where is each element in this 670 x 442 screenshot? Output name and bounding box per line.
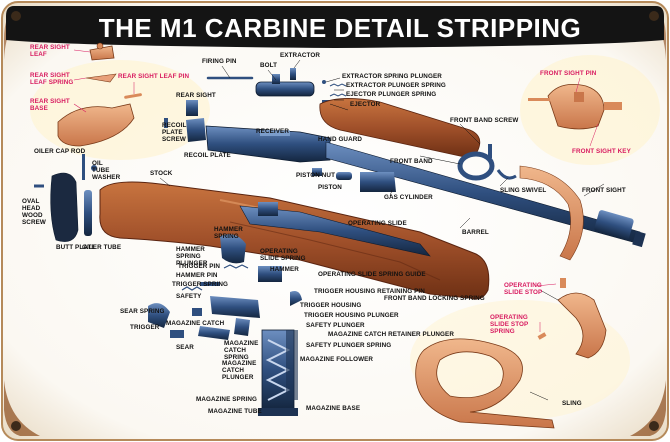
- label-front-band: FRONT BAND: [390, 158, 433, 165]
- gas-cylinder-part: [360, 172, 396, 192]
- label-extractor-plunger-spring: EXTRACTOR PLUNGER SPRING: [346, 82, 446, 89]
- label-sear-spring: SEAR SPRING: [120, 308, 165, 315]
- label-extractor: EXTRACTOR: [280, 52, 320, 59]
- label-magazine-spring: MAGAZINE SPRING: [196, 396, 257, 403]
- label-operating-slide-spring: OPERATING SLIDE SPRING: [260, 248, 306, 262]
- rear-sight-leaf-pin-part: [124, 93, 142, 99]
- label-ejector-plunger-spring: EJECTOR PLUNGER SPRING: [346, 91, 437, 98]
- label-rear-sight-base: REAR SIGHT BASE: [30, 98, 70, 112]
- label-butt-plate: BUTT PLATE: [56, 244, 96, 251]
- label-barrel: BARREL: [462, 229, 489, 236]
- label-sling-swivel: SLING SWIVEL: [500, 187, 547, 194]
- label-front-band-screw: FRONT BAND SCREW: [450, 117, 519, 124]
- label-front-sight: FRONT SIGHT: [582, 187, 626, 194]
- label-magazine-follower: MAGAZINE FOLLOWER: [300, 356, 374, 363]
- butt-plate-part: [50, 172, 79, 242]
- receiver-barrel-assembly: [205, 125, 646, 248]
- page-title: THE M1 CARBINE DETAIL STRIPPING: [98, 13, 582, 43]
- rivet-hole: [649, 11, 659, 21]
- label-operating-slide: OPERATING SLIDE: [348, 220, 407, 227]
- rear-sight-leaf-part: [89, 42, 115, 61]
- label-gas-cylinder: GAS CYLINDER: [384, 194, 433, 201]
- label-sling: SLING: [562, 400, 582, 407]
- label-trigger-pin: TRIGGER PIN: [178, 263, 221, 270]
- label-trigger-spring: TRIGGER SPRING: [172, 281, 228, 288]
- label-ejector: EJECTOR: [350, 101, 381, 108]
- label-front-band-locking-spring: FRONT BAND LOCKING SPRING: [384, 295, 485, 302]
- piston-part: [336, 172, 352, 180]
- label-recoil-plate-screw: RECOIL PLATE SCREW: [162, 122, 187, 143]
- label-trigger-housing-plunger: TRIGGER HOUSING PLUNGER: [304, 312, 399, 319]
- rivet-hole: [11, 421, 21, 431]
- label-operating-slide-stop: OPERATING SLIDE STOP: [504, 282, 543, 296]
- label-front-sight-key: FRONT SIGHT KEY: [572, 148, 631, 155]
- label-hammer: HAMMER: [270, 266, 299, 273]
- piston-nut-part: [312, 168, 322, 176]
- rivet-hole: [11, 11, 21, 21]
- label-hammer-pin: HAMMER PIN: [176, 272, 218, 279]
- front-band-part: [457, 144, 495, 181]
- label-safety-plunger: SAFETY PLUNGER: [306, 322, 365, 329]
- leader-lines: [159, 59, 605, 401]
- extractor-part: [290, 68, 296, 80]
- magazine-part: [258, 329, 298, 416]
- label-safety: SAFETY: [176, 293, 202, 300]
- label-magazine-catch-plunger: MAGAZINE CATCH PLUNGER: [222, 360, 257, 381]
- label-magazine-tube: MAGAZINE TUBE: [208, 408, 262, 415]
- sling-part: [415, 338, 555, 429]
- label-trigger: TRIGGER: [130, 324, 160, 331]
- label-hammer-spring-plunger: HAMMER SPRING PLUNGER: [176, 246, 208, 267]
- label-extractor-spring-plunger: EXTRACTOR SPRING PLUNGER: [342, 73, 442, 80]
- label-rear-sight-leaf-pin: REAR SIGHT LEAF PIN: [118, 73, 190, 80]
- label-hammer-spring: HAMMER SPRING: [214, 226, 243, 240]
- label-safety-plunger-spring: SAFETY PLUNGER SPRING: [306, 342, 392, 349]
- front-sight-part: [528, 83, 622, 130]
- label-receiver: RECEIVER: [256, 128, 289, 135]
- label-recoil-plate: RECOIL PLATE: [184, 152, 231, 159]
- rear-sight-leaf-spring-part: [85, 73, 117, 83]
- label-stock: STOCK: [150, 170, 173, 177]
- label-rear-sight-leaf-spring: REAR SIGHT LEAF SPRING: [30, 72, 74, 86]
- label-rear-sight-leaf: REAR SIGHT LEAF: [30, 44, 70, 58]
- label-oiler-cap-rod: OILER CAP ROD: [34, 148, 86, 155]
- operating-slide-stop-part: [557, 292, 607, 359]
- recoil-plate-screw-part: [164, 118, 168, 128]
- bolt-part: [255, 74, 315, 97]
- label-trigger-housing: TRIGGER HOUSING: [300, 302, 362, 309]
- label-piston-nut: PISTON NUT: [296, 172, 336, 179]
- label-oiler-tube: OILER TUBE: [82, 244, 122, 251]
- operating-slide-part: [239, 202, 431, 257]
- label-sear: SEAR: [176, 344, 194, 351]
- label-firing-pin: FIRING PIN: [202, 58, 237, 65]
- label-magazine-catch-retainer-plunger: MAGAZINE CATCH RETAINER PLUNGER: [328, 331, 455, 338]
- label-piston: PISTON: [318, 184, 342, 191]
- rear-sight-part: [186, 100, 198, 116]
- label-bolt: BOLT: [260, 62, 278, 69]
- label-hand-guard: HAND GUARD: [318, 136, 363, 143]
- label-magazine-base: MAGAZINE BASE: [306, 405, 361, 412]
- hand-guard-part: [319, 98, 481, 158]
- recoil-plate-part: [186, 118, 206, 142]
- label-operating-slide-spring-guide: OPERATING SLIDE SPRING GUIDE: [318, 271, 426, 278]
- label-rear-sight: REAR SIGHT: [176, 92, 216, 99]
- rivet-hole: [649, 421, 659, 431]
- label-magazine-catch: MAGAZINE CATCH: [166, 320, 225, 327]
- rear-sight-base-part: [57, 103, 135, 147]
- label-trigger-housing-retaining-pin: TRIGGER HOUSING RETAINING PIN: [314, 288, 425, 295]
- label-front-sight-pin: FRONT SIGHT PIN: [540, 70, 597, 77]
- label-magazine-catch-spring: MAGAZINE CATCH SPRING: [224, 340, 259, 361]
- label-operating-slide-stop-spring: OPERATING SLIDE STOP SPRING: [490, 314, 529, 335]
- sling-swivel-part: [496, 169, 517, 180]
- title-banner: [6, 6, 664, 48]
- label-oil-tube-washer: OIL TUBE WASHER: [92, 160, 121, 181]
- oiler-tube-part: [82, 154, 97, 236]
- trigger-group-parts: [148, 234, 302, 340]
- label-oval-head-wood-screw: OVAL HEAD WOOD SCREW: [22, 198, 46, 226]
- front-sight-strap: [519, 165, 584, 261]
